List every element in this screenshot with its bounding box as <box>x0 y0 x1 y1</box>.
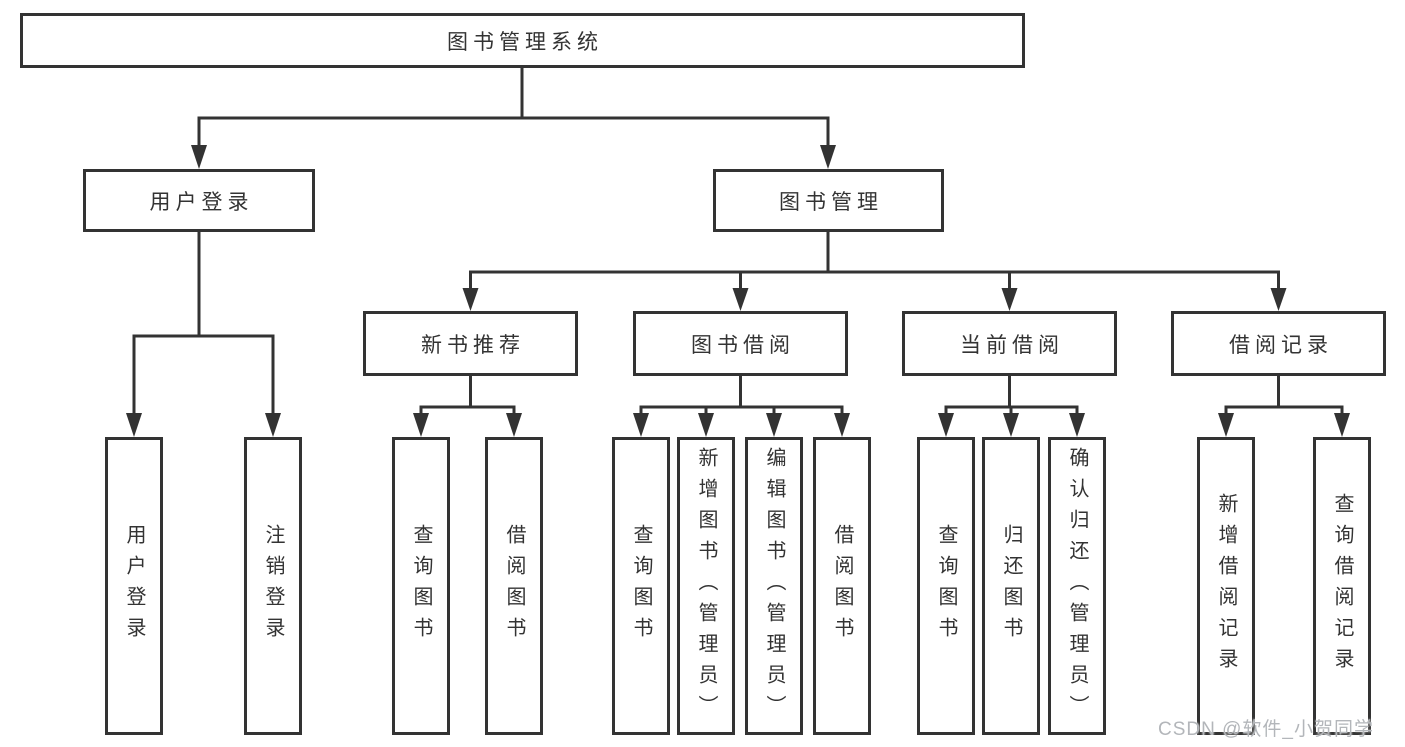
node-library-management-system: 图书管理系统 <box>20 13 1025 68</box>
node-label: 图书管理 <box>779 190 883 214</box>
leaf-query-books-current: 查询图书 <box>917 437 975 735</box>
node-book-management: 图书管理 <box>713 169 944 232</box>
leaf-confirm-return-admin: 确认归还（管理员） <box>1048 437 1106 735</box>
node-label: 查询图书 <box>410 524 432 648</box>
node-label: 新增图书（管理员） <box>695 446 717 726</box>
node-label: 图书借阅 <box>691 333 795 357</box>
node-current-borrowing: 当前借阅 <box>902 311 1117 376</box>
node-label: 编辑图书（管理员） <box>763 446 785 726</box>
node-user-login: 用户登录 <box>83 169 315 232</box>
leaf-logout: 注销登录 <box>244 437 302 735</box>
node-label: 查询图书 <box>630 524 652 648</box>
leaf-borrow-books-recommend: 借阅图书 <box>485 437 543 735</box>
node-label: 归还图书 <box>1000 524 1022 648</box>
leaf-borrow-books-borrowing: 借阅图书 <box>813 437 871 735</box>
node-label: 新书推荐 <box>421 333 525 357</box>
leaf-return-books: 归还图书 <box>982 437 1040 735</box>
node-new-book-recommendation: 新书推荐 <box>363 311 578 376</box>
node-book-borrowing: 图书借阅 <box>633 311 848 376</box>
node-label: 图书管理系统 <box>447 30 603 54</box>
node-borrowing-records: 借阅记录 <box>1171 311 1386 376</box>
node-label: 借阅记录 <box>1229 333 1333 357</box>
leaf-query-borrow-record: 查询借阅记录 <box>1313 437 1371 735</box>
leaf-query-books-recommend: 查询图书 <box>392 437 450 735</box>
node-label: 查询借阅记录 <box>1331 493 1353 679</box>
node-label: 借阅图书 <box>831 524 853 648</box>
leaf-edit-books-admin: 编辑图书（管理员） <box>745 437 803 735</box>
leaf-add-books-admin: 新增图书（管理员） <box>677 437 735 735</box>
node-label: 确认归还（管理员） <box>1066 446 1088 726</box>
node-label: 注销登录 <box>262 524 284 648</box>
node-label: 借阅图书 <box>503 524 525 648</box>
leaf-query-books-borrowing: 查询图书 <box>612 437 670 735</box>
csdn-watermark: CSDN @软件_小贺同学 <box>1158 719 1374 740</box>
leaf-user-login: 用户登录 <box>105 437 163 735</box>
node-label: 新增借阅记录 <box>1215 493 1237 679</box>
node-label: 当前借阅 <box>960 333 1064 357</box>
node-label: 用户登录 <box>149 190 254 214</box>
node-label: 用户登录 <box>123 524 145 648</box>
node-label: 查询图书 <box>935 524 957 648</box>
leaf-add-borrow-record: 新增借阅记录 <box>1197 437 1255 735</box>
